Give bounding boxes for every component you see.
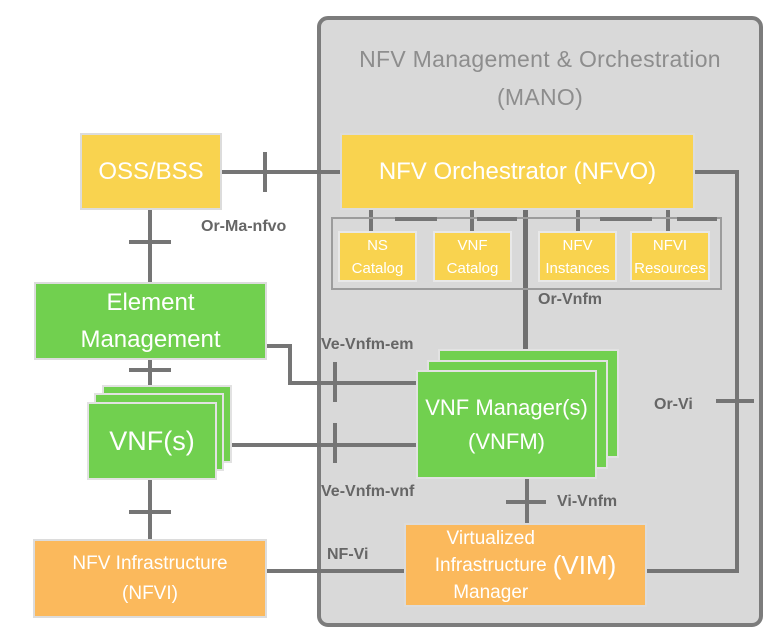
vim-line3: Manager bbox=[453, 581, 529, 603]
label-or-ma-nfvo: Or-Ma-nfvo bbox=[201, 218, 287, 235]
line-nfvo-nfv-instances bbox=[576, 210, 580, 234]
nfvi-resources-line1: NFVI bbox=[652, 236, 688, 254]
label-vi-vnfm: Vi-Vnfm bbox=[557, 493, 618, 510]
line-nf-vi bbox=[267, 569, 406, 573]
nfv-instances-box: NFV Instances bbox=[538, 231, 617, 282]
tick-or-vi bbox=[716, 399, 754, 403]
vnfm-line1: VNF Manager(s) bbox=[425, 394, 588, 420]
vnfm-line2: (VNFM) bbox=[468, 428, 545, 454]
tick-oss-em bbox=[129, 240, 171, 244]
vnfm-box: VNF Manager(s) (VNFM) bbox=[416, 370, 597, 479]
line-or-vi-vertical bbox=[735, 170, 739, 573]
line-oss-em bbox=[148, 210, 152, 282]
label-ve-vnfm-em: Ve-Vnfm-em bbox=[321, 336, 414, 353]
nfvi-box: NFV Infrastructure (NFVI) bbox=[33, 539, 267, 618]
mano-title-line2: (MANO) bbox=[496, 84, 584, 110]
mano-title: NFV Management & Orchestration (MANO) bbox=[322, 40, 758, 116]
tick-ve-vnfm-em bbox=[333, 362, 337, 402]
line-vim-or-vi bbox=[647, 569, 739, 573]
tick-vi-vnfm bbox=[506, 500, 546, 504]
nfvi-resources-box: NFVI Resources bbox=[630, 231, 710, 282]
tick-ve-vnfm-vnf bbox=[333, 423, 337, 463]
nfvi-line1: NFV Infrastructure bbox=[72, 552, 228, 574]
tick-em-vnf bbox=[129, 368, 171, 372]
line-nfvo-ns-catalog bbox=[369, 210, 373, 234]
line-or-vnfm bbox=[523, 210, 528, 350]
dash-catalog-1 bbox=[395, 217, 437, 221]
vnf-catalog-line1: VNF bbox=[457, 236, 488, 254]
line-em-vnf bbox=[148, 360, 152, 402]
catalogs-frame bbox=[331, 217, 722, 290]
vim-line2: Infrastructure bbox=[434, 554, 547, 576]
element-management-box: Element Management bbox=[34, 282, 267, 360]
line-em-elbow-b bbox=[288, 344, 292, 385]
label-nf-vi: NF-Vi bbox=[327, 546, 369, 563]
nfv-instances-line1: NFV bbox=[562, 236, 593, 254]
vim-box: Virtualized Infrastructure Manager (VIM) bbox=[404, 523, 647, 607]
line-oss-nfvo bbox=[222, 170, 342, 174]
em-line2: Management bbox=[80, 326, 221, 353]
line-nfvo-vnf-catalog bbox=[470, 210, 474, 234]
vim-acronym: (VIM) bbox=[552, 549, 617, 580]
nfvo-box: NFV Orchestrator (NFVO) bbox=[340, 133, 695, 210]
dash-catalog-2 bbox=[477, 217, 517, 221]
ns-catalog-line2: Catalog bbox=[351, 259, 404, 277]
ns-catalog-line1: NS bbox=[367, 236, 388, 254]
label-or-vnfm: Or-Vnfm bbox=[538, 291, 602, 308]
nfvi-resources-line2: Resources bbox=[634, 259, 706, 277]
oss-bss-label: OSS/BSS bbox=[98, 157, 204, 185]
tick-vnf-nfvi bbox=[129, 510, 171, 514]
vnfs-box: VNF(s) bbox=[87, 402, 217, 480]
label-or-vi: Or-Vi bbox=[654, 396, 693, 413]
tick-or-ma-nfvo bbox=[263, 152, 267, 192]
mano-title-line1: NFV Management & Orchestration bbox=[359, 46, 721, 72]
vim-text-block: Virtualized Infrastructure Manager bbox=[435, 525, 547, 606]
line-vnf-vnfm bbox=[217, 443, 418, 447]
nfvi-line2: (NFVI) bbox=[122, 582, 178, 604]
vnf-catalog-box: VNF Catalog bbox=[433, 231, 512, 282]
vnf-catalog-line2: Catalog bbox=[446, 259, 499, 277]
line-em-elbow-a bbox=[267, 344, 291, 348]
nfv-instances-line2: Instances bbox=[545, 259, 610, 277]
line-nfvo-nfvi-resources bbox=[666, 210, 670, 234]
label-ve-vnfm-vnf: Ve-Vnfm-vnf bbox=[321, 483, 415, 500]
line-em-vnfm bbox=[288, 381, 418, 385]
ns-catalog-box: NS Catalog bbox=[338, 231, 417, 282]
dash-catalog-3 bbox=[600, 217, 652, 221]
oss-bss-box: OSS/BSS bbox=[80, 133, 222, 210]
dash-catalog-4 bbox=[677, 217, 717, 221]
em-line1: Element bbox=[106, 289, 195, 316]
line-or-vi-top bbox=[695, 170, 739, 174]
vim-line1: Virtualized bbox=[446, 527, 535, 549]
nfvo-label: NFV Orchestrator (NFVO) bbox=[378, 157, 657, 185]
vnfs-label: VNF(s) bbox=[109, 425, 195, 456]
